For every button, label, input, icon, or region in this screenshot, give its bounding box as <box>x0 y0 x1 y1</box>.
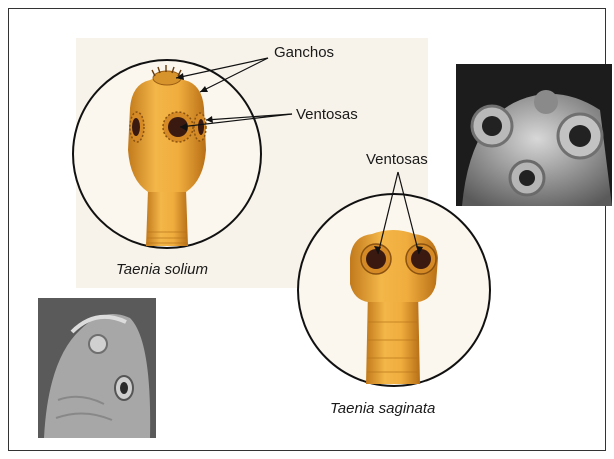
label-ventosas-solium: Ventosas <box>296 106 358 123</box>
sem-photo-suckers <box>456 64 612 206</box>
caption-taenia-solium: Taenia solium <box>116 261 208 278</box>
caption-taenia-saginata: Taenia saginata <box>330 400 435 417</box>
sem-photo-hooks <box>38 298 156 438</box>
label-ventosas-saginata: Ventosas <box>366 151 428 168</box>
label-ganchos: Ganchos <box>274 44 334 61</box>
saginata-neck <box>366 290 420 384</box>
